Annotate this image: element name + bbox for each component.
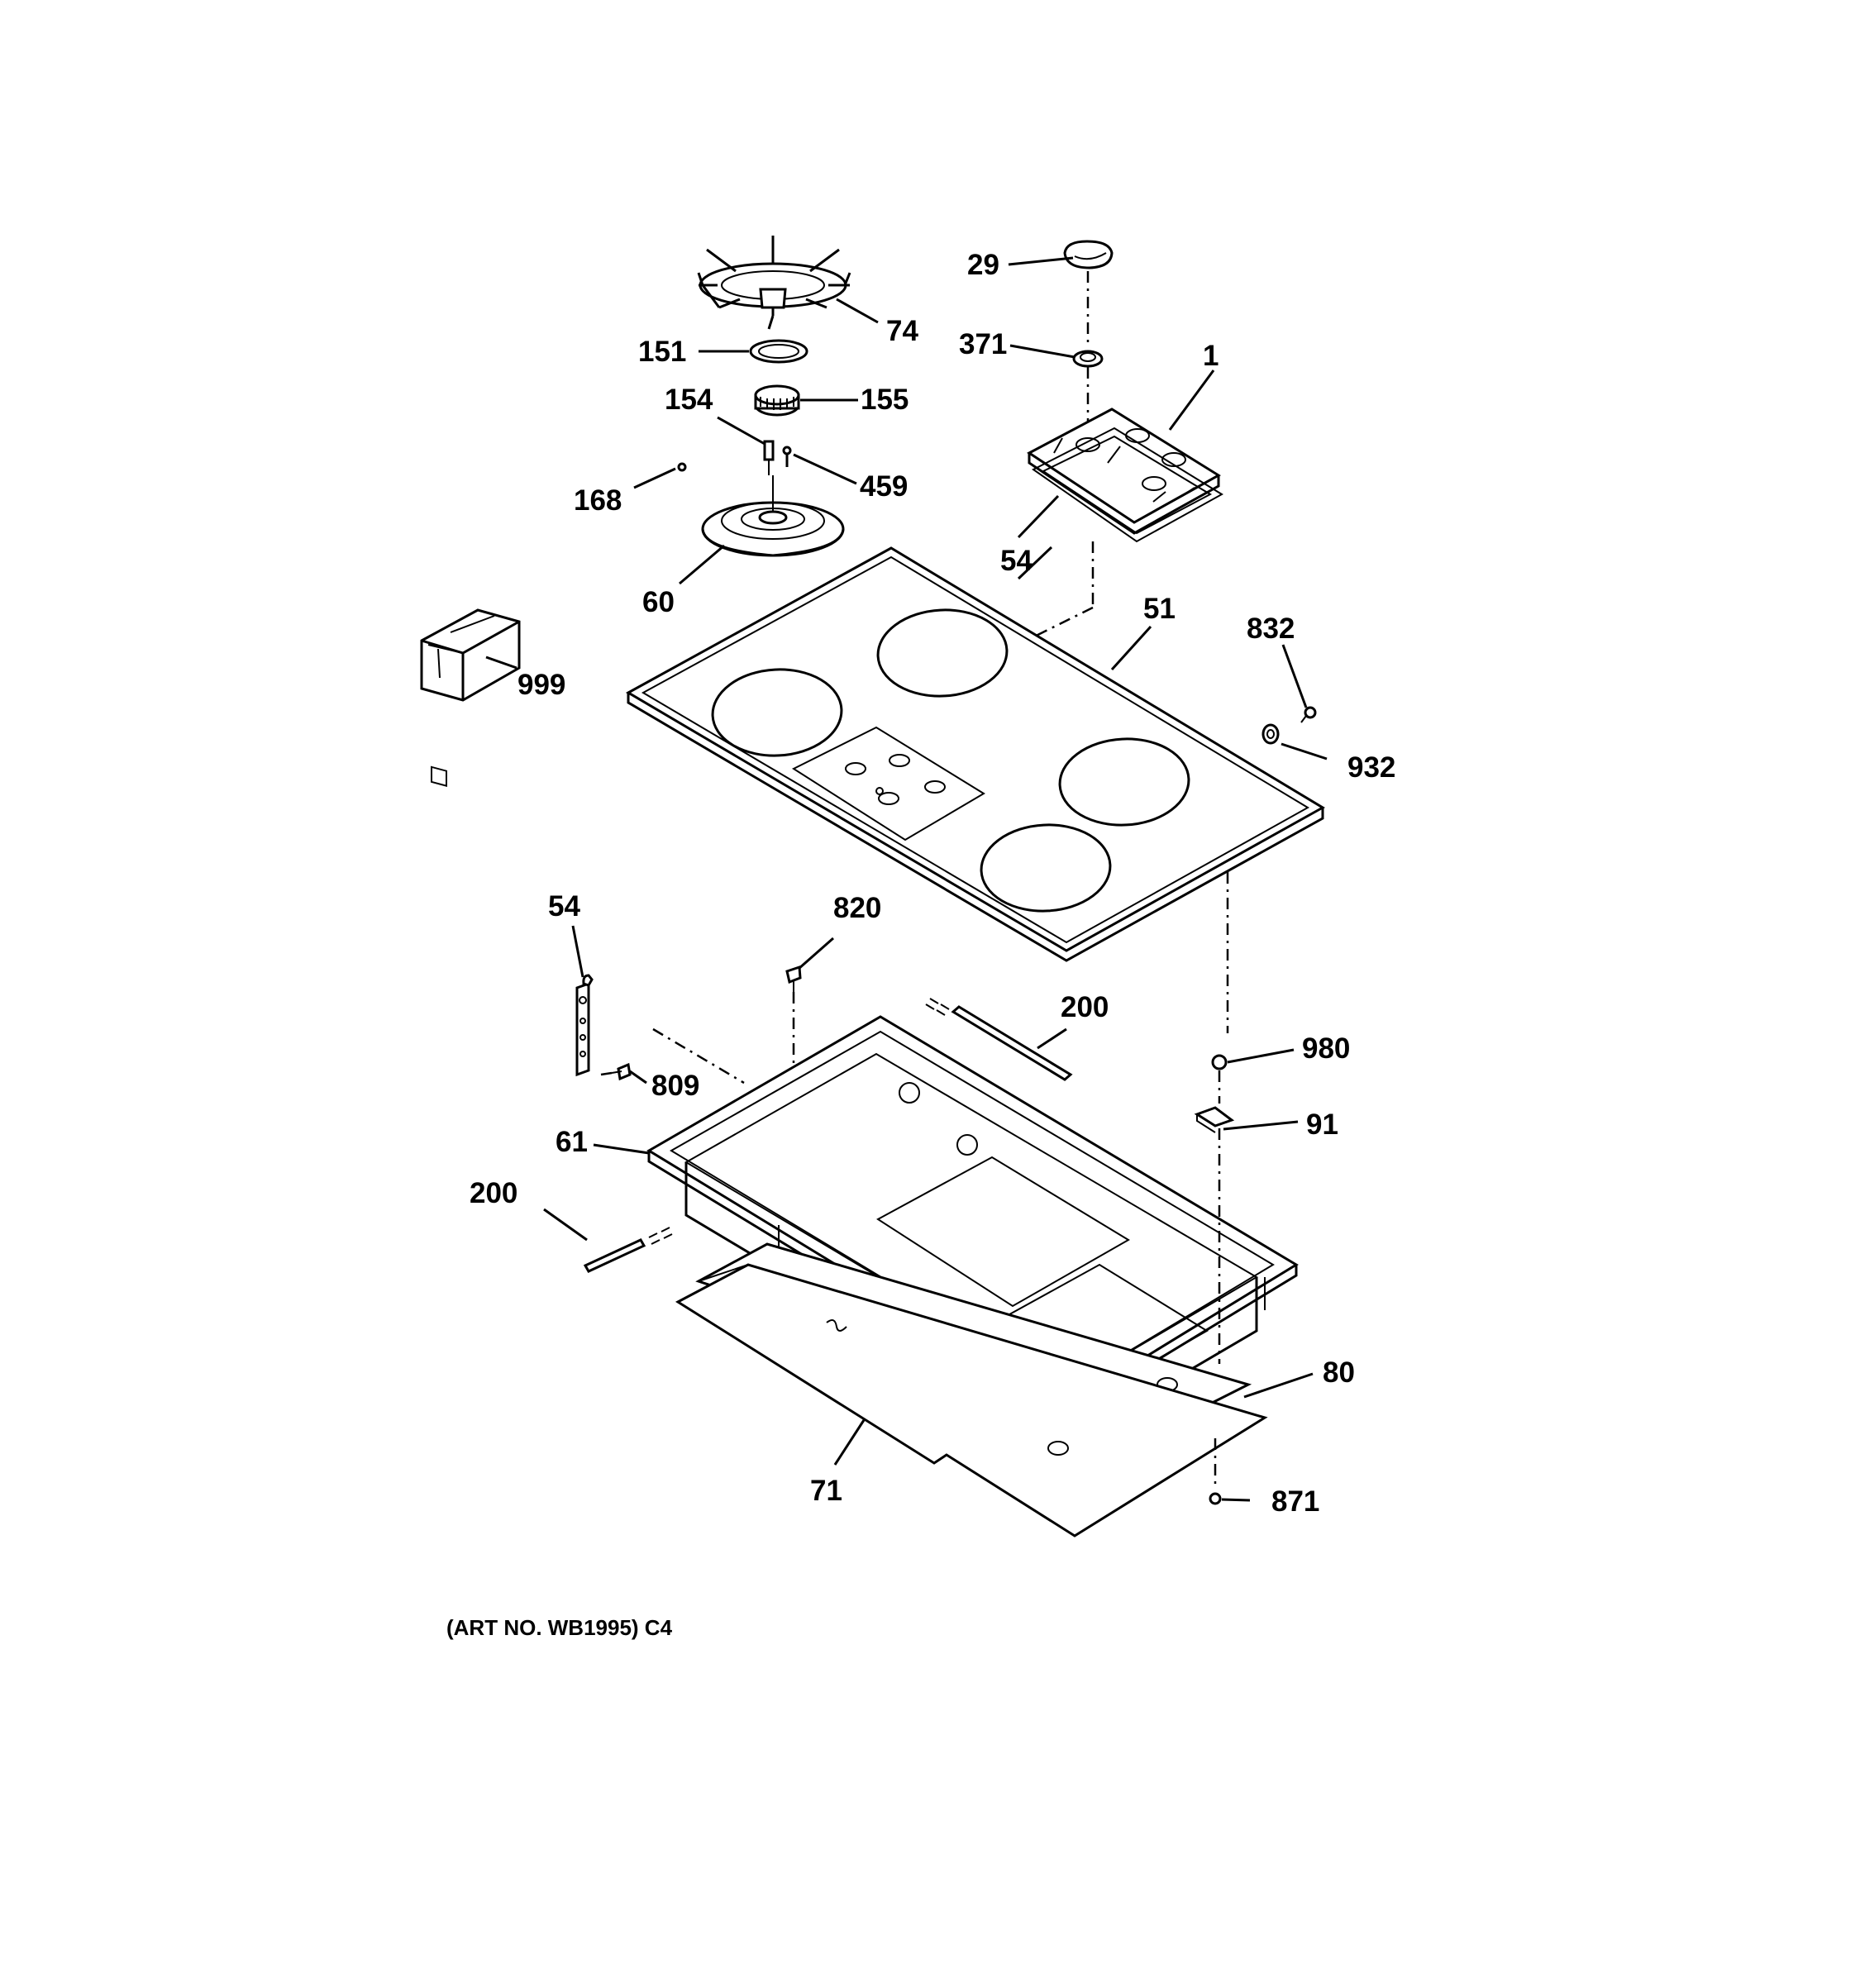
screw-832-part (1300, 706, 1317, 723)
label-999: 999 (517, 669, 565, 701)
burner-cap-ring-part (749, 339, 808, 364)
control-knob-part (1063, 240, 1114, 269)
clip-91-part (1194, 1106, 1235, 1133)
label-151: 151 (638, 336, 686, 368)
screw-459-part (782, 446, 792, 467)
screw-168-part (677, 462, 687, 472)
label-871: 871 (1271, 1485, 1319, 1518)
label-54-top: 54 (1000, 545, 1033, 577)
parts-kit-box (420, 608, 521, 787)
washer-932-part (1261, 723, 1280, 745)
label-820: 820 (833, 892, 881, 924)
label-200-top: 200 (1061, 991, 1109, 1023)
screw-820-part (785, 965, 802, 992)
panel-gasket-part (1032, 427, 1223, 543)
screw-axis-line (600, 1071, 613, 1076)
seal-strip-top-part (925, 998, 1073, 1081)
part-labels: 29 74 151 371 1 154 155 168 459 54 60 51… (470, 249, 1395, 1518)
label-29: 29 (967, 249, 999, 281)
bracket-axis-line (652, 1027, 745, 1085)
label-168: 168 (574, 484, 622, 517)
burner-head-part (754, 384, 800, 417)
burner-grate-part (697, 236, 851, 330)
bottom-sheet-part (675, 1263, 1268, 1537)
art-number-caption: (ART NO. WB1995) C4 (446, 1615, 673, 1640)
label-371: 371 (959, 328, 1007, 360)
label-60: 60 (642, 586, 675, 618)
cooktop-main-top-part (625, 546, 1325, 962)
screw-809-part (611, 1062, 632, 1081)
label-51: 51 (1143, 593, 1176, 625)
burner-bowl-part (701, 475, 845, 557)
label-200-left: 200 (470, 1177, 517, 1209)
label-71: 71 (810, 1475, 842, 1507)
screw-871-part (1209, 1492, 1222, 1505)
label-74: 74 (886, 315, 918, 347)
side-bracket-part (575, 974, 594, 1077)
label-980: 980 (1302, 1032, 1350, 1065)
label-155: 155 (861, 384, 909, 416)
knob-ring-part (1072, 350, 1104, 368)
leader-lines (485, 256, 1328, 1502)
label-91: 91 (1306, 1108, 1338, 1141)
electrode-part (763, 440, 775, 475)
label-459: 459 (860, 470, 908, 503)
nut-980-part (1211, 1054, 1228, 1070)
control-panel-part (1027, 408, 1221, 535)
label-154: 154 (665, 384, 713, 416)
label-809: 809 (651, 1070, 699, 1102)
label-1: 1 (1203, 340, 1219, 372)
label-932: 932 (1347, 751, 1395, 784)
label-80: 80 (1323, 1356, 1355, 1389)
seal-strip-left-part (583, 1227, 673, 1273)
label-61: 61 (556, 1126, 588, 1158)
label-832: 832 (1247, 613, 1295, 645)
label-54-left: 54 (548, 890, 580, 922)
